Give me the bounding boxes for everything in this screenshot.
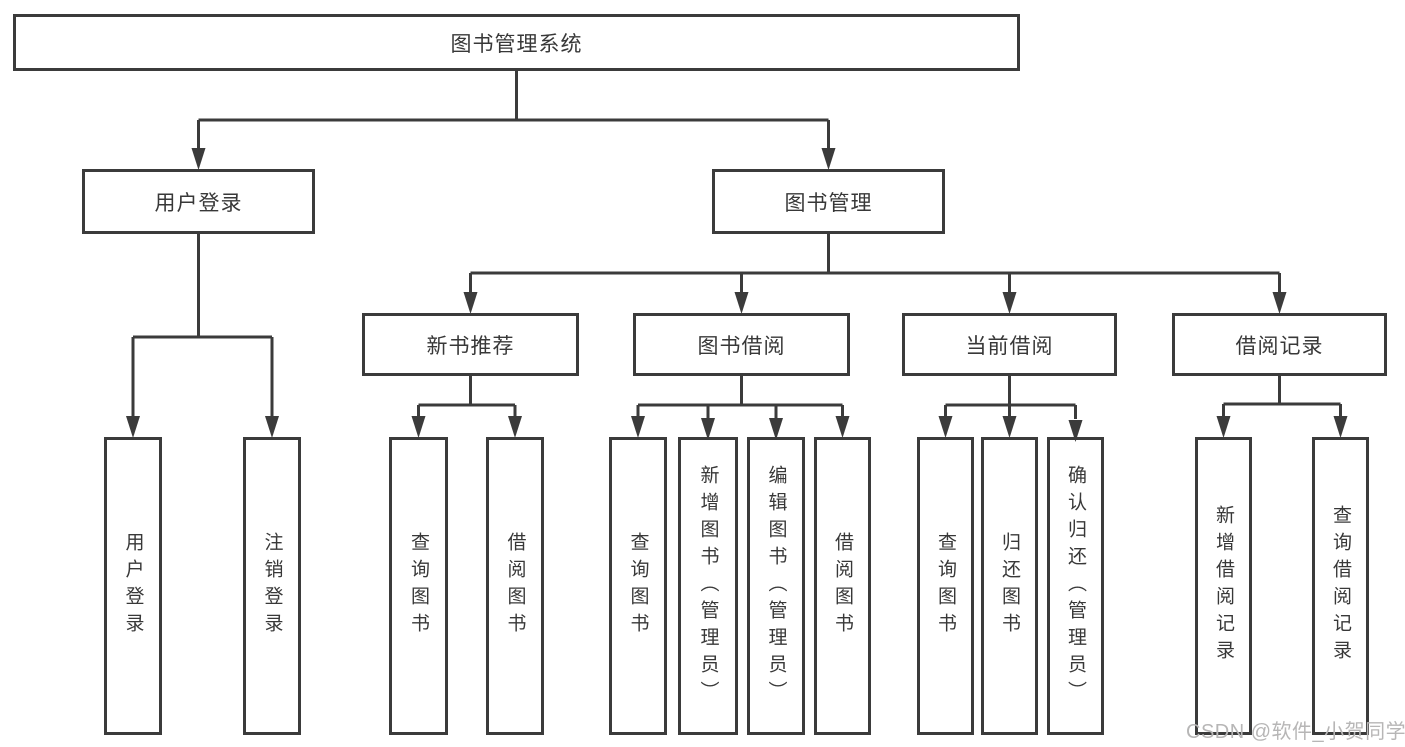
node-label: 新增借阅记录 — [1213, 505, 1234, 667]
arrowhead — [265, 416, 279, 438]
arrowhead — [734, 292, 749, 314]
node-label: 编辑图书（管理员） — [765, 464, 787, 708]
node-borrow-record: 借阅记录 — [1172, 313, 1387, 376]
node-label: 注销登录 — [261, 532, 283, 640]
arrowhead — [1002, 416, 1017, 438]
node-label: 当前借阅 — [965, 334, 1054, 358]
node-label: 借阅图书 — [504, 532, 526, 640]
arrowhead — [463, 292, 478, 314]
arrowhead — [191, 148, 206, 170]
node-new-book-recommend: 新书推荐 — [362, 313, 579, 376]
arrowhead — [1216, 416, 1231, 438]
node-book-borrow: 图书借阅 — [633, 313, 850, 376]
node-label: 图书借阅 — [697, 334, 786, 358]
leaf-user-login: 用户登录 — [104, 437, 162, 735]
node-label: 确认归还（管理员） — [1065, 464, 1086, 708]
leaf-borrow-books-2: 借阅图书 — [814, 437, 871, 735]
leaf-borrow-books-1: 借阅图书 — [486, 437, 544, 735]
connector-new-book-recommend-to-leaves — [411, 376, 522, 438]
leaf-query-borrow-record: 查询借阅记录 — [1312, 437, 1369, 735]
node-root-library-management-system: 图书管理系统 — [13, 14, 1020, 71]
leaf-return-books: 归还图书 — [981, 437, 1038, 735]
arrowhead — [126, 416, 140, 438]
arrowhead — [1272, 292, 1287, 314]
leaf-query-books-1: 查询图书 — [389, 437, 448, 735]
arrowhead — [835, 416, 850, 438]
arrowhead — [411, 416, 426, 438]
leaf-confirm-return-admin: 确认归还（管理员） — [1047, 437, 1104, 735]
node-label: 用户登录 — [122, 532, 144, 640]
arrowhead — [1002, 292, 1017, 314]
node-label: 新书推荐 — [426, 334, 515, 358]
node-current-borrow: 当前借阅 — [902, 313, 1117, 376]
leaf-edit-books-admin: 编辑图书（管理员） — [747, 437, 805, 735]
node-label: 查询图书 — [408, 532, 429, 640]
node-label: 图书管理 — [784, 191, 873, 215]
node-label: 借阅图书 — [832, 532, 853, 640]
connector-root-to-level2 — [191, 71, 836, 170]
connector-book-management-to-level3 — [463, 234, 1287, 314]
node-user-login: 用户登录 — [82, 169, 315, 234]
arrowhead — [631, 416, 645, 438]
arrowhead — [938, 416, 953, 438]
node-label: 查询借阅记录 — [1330, 505, 1351, 667]
connector-book-borrow-to-leaves — [631, 376, 850, 440]
arrowhead — [821, 148, 836, 170]
node-label: 查询图书 — [935, 532, 956, 640]
csdn-watermark: CSDN @软件_小贺同学 — [1186, 721, 1405, 743]
leaf-add-borrow-record: 新增借阅记录 — [1195, 437, 1252, 735]
node-book-management: 图书管理 — [712, 169, 945, 234]
leaf-logout: 注销登录 — [243, 437, 301, 735]
connector-user-login-to-leaves — [126, 234, 279, 438]
node-label: 归还图书 — [999, 532, 1020, 640]
leaf-query-books-2: 查询图书 — [609, 437, 667, 735]
node-label: 用户登录 — [154, 191, 243, 215]
arrowhead — [508, 416, 522, 438]
node-label: 图书管理系统 — [450, 32, 583, 56]
leaf-query-books-3: 查询图书 — [917, 437, 974, 735]
node-label: 借阅记录 — [1235, 334, 1324, 358]
leaf-add-books-admin: 新增图书（管理员） — [678, 437, 738, 735]
connector-borrow-record-to-leaves — [1216, 376, 1348, 438]
connector-current-borrow-to-leaves — [938, 376, 1083, 442]
node-label: 新增图书（管理员） — [697, 464, 719, 708]
arrowhead — [1333, 416, 1348, 438]
node-label: 查询图书 — [627, 532, 649, 640]
